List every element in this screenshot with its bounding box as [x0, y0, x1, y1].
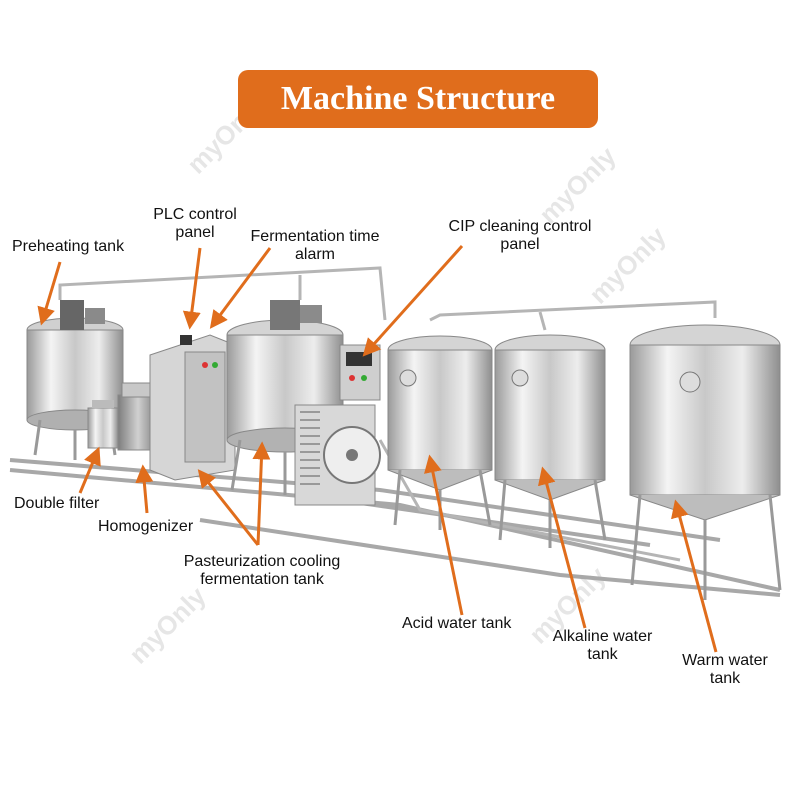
- label-double-filter: Double filter: [14, 495, 100, 512]
- arrow-pasteurization-1: [197, 469, 260, 546]
- arrow-cip: [362, 244, 464, 357]
- label-alkaline-water-tank: Alkaline water tank: [540, 628, 665, 664]
- arrow-warm: [671, 499, 718, 653]
- label-plc-control-panel: PLC control panel: [140, 206, 250, 242]
- label-pasteurization-tank: Pasteurization cooling fermentation tank: [162, 553, 362, 589]
- label-pasteurization-line2: fermentation tank: [200, 571, 324, 588]
- label-cip-line1: CIP cleaning control: [448, 218, 592, 235]
- arrow-pasteurization-2: [252, 441, 271, 546]
- arrow-acid: [424, 454, 464, 616]
- label-alkaline-line2: tank: [587, 646, 618, 663]
- page-title: Machine Structure: [280, 80, 556, 117]
- label-plc-line2: panel: [175, 224, 215, 241]
- title-badge: Machine Structure: [238, 70, 598, 128]
- label-pasteurization-line1: Pasteurization cooling: [183, 553, 341, 570]
- label-alkaline-line1: Alkaline water: [552, 628, 653, 645]
- arrow-plc: [182, 247, 202, 330]
- arrow-homogenizer: [135, 464, 154, 514]
- callout-arrows: [37, 244, 718, 653]
- alkaline-water-tank: [494, 334, 607, 548]
- arrow-alarm: [209, 247, 272, 329]
- cooling-unit: [294, 404, 381, 506]
- label-alarm-line1: Fermentation time: [250, 228, 380, 245]
- label-plc-line1: PLC control: [153, 206, 237, 223]
- label-cip-cleaning-panel: CIP cleaning control panel: [420, 218, 620, 254]
- double-filter: [87, 400, 119, 449]
- label-preheating-tank: Preheating tank: [12, 238, 125, 255]
- label-warm-water-tank: Warm water tank: [670, 652, 780, 688]
- warm-water-tank: [629, 324, 782, 600]
- label-alarm-line2: alarm: [294, 246, 335, 263]
- label-warm-line2: tank: [709, 670, 741, 687]
- arrow-alkaline: [538, 466, 587, 629]
- arrow-preheating: [37, 261, 62, 326]
- label-fermentation-alarm: Fermentation time alarm: [230, 228, 400, 264]
- label-acid-water-tank: Acid water tank: [402, 615, 512, 632]
- plc-control-cabinet: [149, 334, 236, 481]
- label-warm-line1: Warm water: [682, 652, 768, 669]
- acid-water-tank: [387, 335, 493, 530]
- arrow-double-filter: [78, 446, 101, 494]
- cip-control-panel: [339, 344, 381, 401]
- piping: [58, 266, 717, 562]
- label-cip-line2: panel: [500, 236, 540, 253]
- label-homogenizer: Homogenizer: [98, 518, 194, 535]
